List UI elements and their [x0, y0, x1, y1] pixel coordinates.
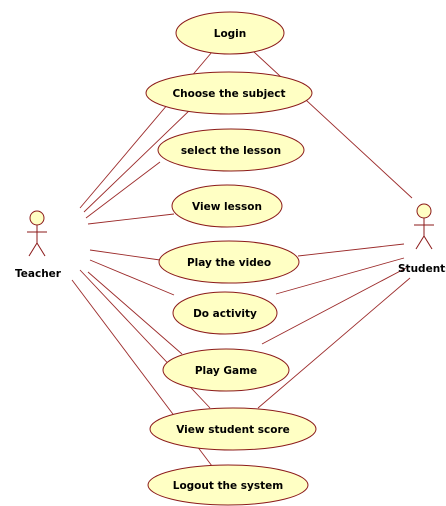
assoc-teacher-do-activity	[89, 259, 175, 296]
use-case-view-lesson-label: View lesson	[192, 201, 262, 213]
use-case-select-lesson: select the lesson	[157, 128, 305, 172]
use-case-choose-subject: Choose the subject	[145, 71, 313, 115]
assoc-students-play-game	[261, 267, 407, 345]
use-case-view-lesson: View lesson	[171, 184, 283, 228]
assoc-teacher-play-video	[89, 249, 161, 261]
assoc-teacher-view-lesson	[87, 213, 175, 225]
use-case-do-activity-label: Do activity	[193, 308, 257, 320]
use-case-play-video: Play the video	[158, 240, 300, 284]
assoc-students-view-student-score	[257, 277, 411, 409]
students-label: Students	[398, 263, 446, 275]
assoc-teacher-select-lesson	[85, 161, 161, 219]
assoc-teacher-choose-subject	[83, 107, 193, 213]
use-case-login-label: Login	[214, 28, 247, 40]
actor-students: Students	[398, 203, 446, 275]
teacher-label: Teacher	[15, 268, 62, 280]
students-actor-icon	[414, 203, 434, 250]
use-case-view-student-score: View student score	[149, 407, 317, 451]
teacher-actor-icon	[27, 210, 47, 257]
use-case-login: Login	[175, 11, 285, 55]
use-case-select-lesson-label: select the lesson	[181, 145, 281, 157]
actor-teacher: Teacher	[15, 210, 62, 280]
use-case-logout: Logout the system	[147, 464, 309, 506]
use-case-do-activity: Do activity	[172, 291, 278, 335]
assoc-students-do-activity	[275, 257, 405, 295]
use-case-play-game: Play Game	[162, 348, 290, 392]
use-case-choose-subject-label: Choose the subject	[172, 88, 285, 100]
assoc-students-login	[253, 51, 413, 199]
use-case-view-student-score-label: View student score	[176, 424, 290, 436]
use-case-play-video-label: Play the video	[187, 257, 271, 269]
assoc-teacher-play-game	[87, 271, 183, 355]
use-case-play-game-label: Play Game	[195, 365, 257, 377]
use-case-logout-label: Logout the system	[173, 480, 284, 492]
assoc-students-play-video	[297, 243, 405, 257]
